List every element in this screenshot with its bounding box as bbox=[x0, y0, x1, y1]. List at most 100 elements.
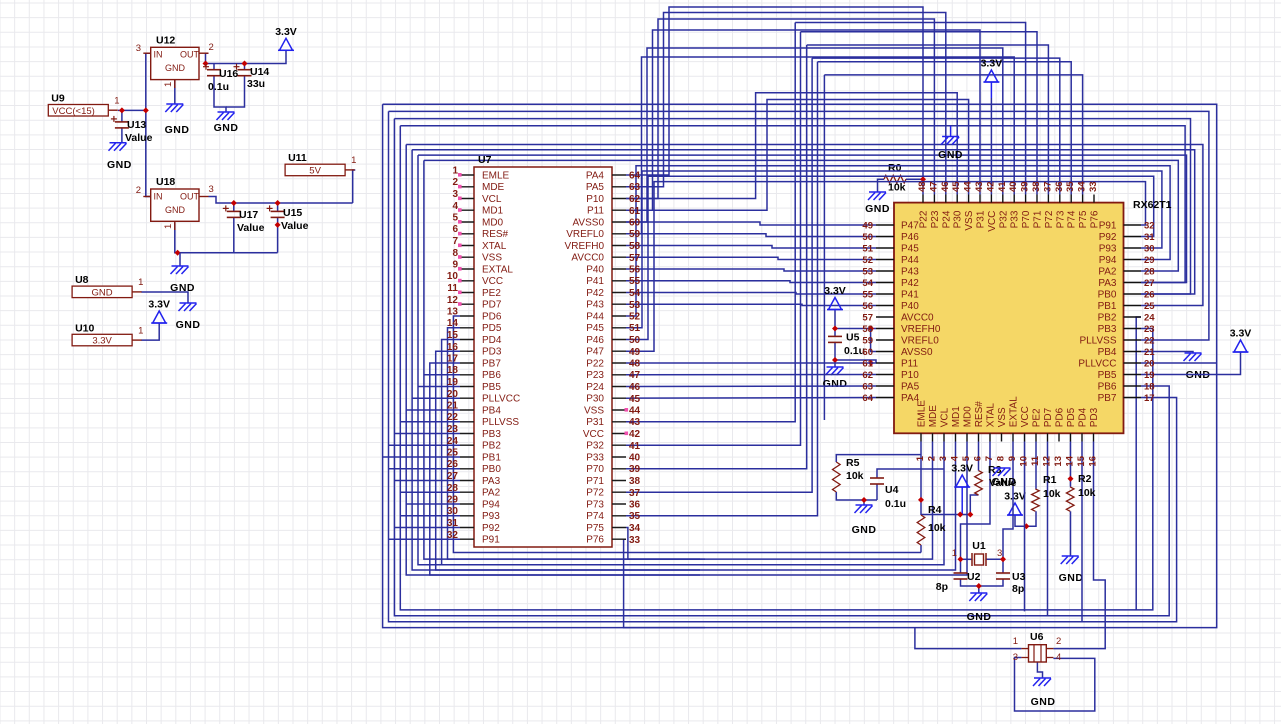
svg-text:GND: GND bbox=[865, 203, 890, 215]
svg-text:R0: R0 bbox=[888, 162, 902, 174]
svg-text:P73: P73 bbox=[1055, 210, 1066, 228]
svg-text:GND: GND bbox=[938, 149, 963, 161]
svg-text:1: 1 bbox=[351, 155, 356, 166]
svg-text:PB7: PB7 bbox=[482, 358, 501, 369]
svg-text:2: 2 bbox=[136, 185, 141, 196]
svg-text:54: 54 bbox=[629, 288, 641, 299]
svg-text:1: 1 bbox=[163, 224, 174, 229]
svg-text:P75: P75 bbox=[1078, 210, 1089, 228]
svg-text:62: 62 bbox=[862, 370, 873, 381]
svg-text:17: 17 bbox=[447, 354, 459, 365]
svg-text:P45: P45 bbox=[586, 323, 604, 334]
svg-text:58: 58 bbox=[629, 241, 641, 252]
svg-text:41: 41 bbox=[997, 181, 1008, 192]
svg-text:P47: P47 bbox=[586, 347, 604, 358]
svg-text:7: 7 bbox=[452, 236, 458, 247]
svg-text:31: 31 bbox=[1144, 232, 1155, 243]
svg-text:P92: P92 bbox=[1099, 232, 1117, 243]
svg-text:VREFH0: VREFH0 bbox=[565, 241, 605, 252]
svg-text:P44: P44 bbox=[901, 255, 919, 266]
svg-text:42: 42 bbox=[629, 429, 641, 440]
svg-text:10k: 10k bbox=[1043, 488, 1061, 500]
svg-text:1: 1 bbox=[163, 82, 174, 87]
svg-text:48: 48 bbox=[629, 359, 641, 370]
svg-text:PE2: PE2 bbox=[482, 288, 501, 299]
svg-text:P74: P74 bbox=[586, 511, 604, 522]
svg-text:53: 53 bbox=[629, 300, 641, 311]
svg-text:10: 10 bbox=[1019, 456, 1030, 467]
svg-text:VSS: VSS bbox=[482, 253, 502, 264]
svg-text:P23: P23 bbox=[930, 210, 941, 228]
svg-text:PA5: PA5 bbox=[901, 382, 920, 393]
svg-text:5V: 5V bbox=[309, 166, 321, 177]
svg-text:24: 24 bbox=[447, 436, 459, 447]
svg-text:30: 30 bbox=[447, 506, 459, 517]
svg-text:27: 27 bbox=[447, 471, 459, 482]
svg-text:26: 26 bbox=[447, 459, 459, 470]
svg-text:R3: R3 bbox=[988, 464, 1002, 476]
svg-text:0.1u: 0.1u bbox=[844, 345, 865, 357]
svg-text:P33: P33 bbox=[586, 452, 604, 463]
svg-text:1: 1 bbox=[138, 277, 143, 288]
svg-text:40: 40 bbox=[629, 453, 641, 464]
svg-text:16: 16 bbox=[447, 342, 459, 353]
svg-text:P41: P41 bbox=[901, 290, 919, 301]
svg-text:25: 25 bbox=[447, 448, 459, 459]
svg-text:6: 6 bbox=[973, 456, 984, 461]
svg-text:P93: P93 bbox=[1099, 244, 1117, 255]
svg-text:RES#: RES# bbox=[482, 229, 509, 240]
svg-text:PLLVSS: PLLVSS bbox=[1079, 336, 1116, 347]
svg-text:EXTAL: EXTAL bbox=[1009, 396, 1020, 427]
svg-text:56: 56 bbox=[862, 301, 873, 312]
svg-text:U3: U3 bbox=[1012, 571, 1026, 583]
svg-text:XTAL: XTAL bbox=[482, 241, 507, 252]
svg-text:64: 64 bbox=[629, 171, 641, 182]
svg-text:33u: 33u bbox=[247, 78, 265, 90]
svg-text:Value: Value bbox=[989, 477, 1017, 489]
svg-text:AVCC0: AVCC0 bbox=[901, 313, 934, 324]
svg-text:P11: P11 bbox=[901, 359, 918, 370]
svg-text:P10: P10 bbox=[586, 194, 604, 205]
svg-text:PB1: PB1 bbox=[482, 452, 501, 463]
svg-text:VCC: VCC bbox=[1020, 406, 1031, 427]
svg-text:54: 54 bbox=[862, 278, 873, 289]
svg-text:P41: P41 bbox=[586, 276, 604, 287]
svg-text:22: 22 bbox=[1144, 335, 1155, 346]
svg-text:R4: R4 bbox=[928, 504, 942, 516]
svg-text:35: 35 bbox=[629, 511, 641, 522]
svg-text:1: 1 bbox=[952, 548, 957, 559]
svg-text:GND: GND bbox=[214, 122, 239, 134]
svg-text:MD1: MD1 bbox=[482, 206, 504, 217]
svg-text:3: 3 bbox=[209, 184, 214, 195]
svg-text:P11: P11 bbox=[587, 206, 604, 217]
svg-text:5: 5 bbox=[961, 455, 972, 461]
svg-text:63: 63 bbox=[862, 381, 873, 392]
svg-text:MD0: MD0 bbox=[963, 406, 974, 428]
svg-text:EXTAL: EXTAL bbox=[482, 264, 513, 275]
svg-text:48: 48 bbox=[917, 181, 928, 192]
svg-text:P76: P76 bbox=[586, 535, 604, 546]
svg-text:52: 52 bbox=[862, 255, 873, 266]
svg-text:45: 45 bbox=[951, 181, 962, 192]
svg-text:17: 17 bbox=[1144, 393, 1155, 404]
svg-text:61: 61 bbox=[629, 206, 641, 217]
svg-text:3: 3 bbox=[136, 43, 141, 54]
svg-text:42: 42 bbox=[985, 181, 996, 192]
svg-text:56: 56 bbox=[629, 265, 641, 276]
svg-text:46: 46 bbox=[629, 382, 641, 393]
svg-text:1: 1 bbox=[1013, 636, 1018, 647]
svg-text:3.3V: 3.3V bbox=[981, 58, 1003, 70]
svg-text:P91: P91 bbox=[1099, 221, 1117, 232]
svg-text:P22: P22 bbox=[586, 358, 604, 369]
svg-text:22: 22 bbox=[447, 412, 459, 423]
svg-text:49: 49 bbox=[629, 347, 641, 358]
svg-text:PD4: PD4 bbox=[482, 335, 502, 346]
svg-text:PD7: PD7 bbox=[1043, 407, 1054, 427]
svg-text:P43: P43 bbox=[901, 267, 919, 278]
svg-text:32: 32 bbox=[1144, 220, 1155, 231]
svg-text:PD3: PD3 bbox=[482, 347, 502, 358]
svg-text:18: 18 bbox=[447, 365, 459, 376]
svg-text:GND: GND bbox=[170, 282, 195, 294]
svg-text:P76: P76 bbox=[1090, 210, 1101, 228]
svg-text:P71: P71 bbox=[1033, 210, 1044, 228]
